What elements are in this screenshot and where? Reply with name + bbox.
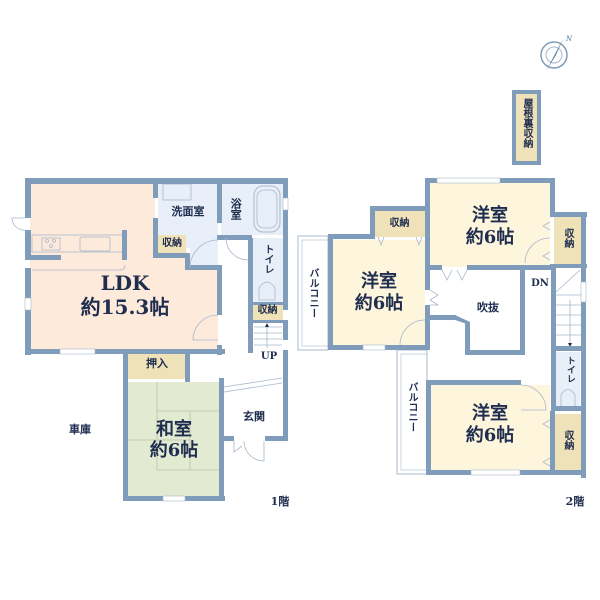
attic-storage-label: 屋根裏収納 xyxy=(521,98,532,148)
western-room-top xyxy=(430,183,550,267)
entrance-label: 玄関 xyxy=(243,410,265,423)
storage-stairs xyxy=(252,304,283,321)
storage-bottom-right-label: 収納 xyxy=(562,430,573,450)
storage-stairs-label: 収納 xyxy=(257,305,278,316)
door-swings-floor-1 xyxy=(11,217,265,462)
toilet-fixture-icon xyxy=(258,281,276,301)
stairs-up-label: UP xyxy=(260,351,278,362)
floor-2 xyxy=(297,90,587,478)
entrance-room xyxy=(222,388,285,438)
compass-icon: N xyxy=(540,35,573,71)
windows-floor-2 xyxy=(362,177,587,476)
stairs-lines xyxy=(254,324,282,348)
door-icon xyxy=(189,239,219,269)
storage-top-right xyxy=(554,217,582,266)
western-top-size: 約6帖 xyxy=(465,227,515,248)
arrow-down-icon xyxy=(568,343,572,347)
toilet-2f-label: トイレ xyxy=(564,356,575,383)
ldk-size: 約15.3帖 xyxy=(80,295,170,319)
door-icon xyxy=(542,419,551,467)
toilet-room xyxy=(252,238,283,302)
floor-1 xyxy=(11,178,289,502)
stairs-down-label: DN xyxy=(531,278,549,289)
garage-label: 車庫 xyxy=(69,423,91,436)
compass-n-label: N xyxy=(565,35,573,43)
entrance-step xyxy=(223,377,283,393)
storage-washroom xyxy=(158,235,186,253)
void-label: 吹抜 xyxy=(477,301,499,314)
balcony-left-label: バルコニー xyxy=(307,268,318,318)
tatami-lines xyxy=(128,382,220,471)
bath-room xyxy=(221,183,283,235)
bath-label: 浴室 xyxy=(229,198,243,220)
closet-room xyxy=(128,353,186,379)
kitchen-counter xyxy=(31,234,126,271)
arrow-up-icon xyxy=(265,323,269,327)
storage-left-label: 収納 xyxy=(389,218,410,229)
western-bottom-label: 洋室 xyxy=(472,403,508,424)
door-icon xyxy=(441,269,468,281)
bathtub-icon xyxy=(253,185,281,233)
western-room-bottom xyxy=(430,385,550,470)
storage-washroom-label: 収納 xyxy=(162,238,182,249)
balcony-bottom xyxy=(396,349,428,475)
japanese-room-label: 和室 xyxy=(156,419,192,440)
door-icon xyxy=(225,237,249,261)
toilet-room-2f xyxy=(556,352,580,410)
japanese-room-size: 約6帖 xyxy=(149,440,199,461)
western-left-label: 洋室 xyxy=(361,271,397,292)
door-swings-floor-2 xyxy=(377,221,551,467)
toilet-label: トイレ xyxy=(262,244,273,274)
stairs-down xyxy=(555,269,584,344)
sink-icon xyxy=(79,236,111,252)
western-left-size: 約6帖 xyxy=(354,293,404,314)
stove-icon xyxy=(41,237,61,251)
walls-floor-2 xyxy=(328,178,587,478)
toilet-fixture-icon xyxy=(560,389,576,409)
door-icon xyxy=(11,217,26,231)
door-icon xyxy=(524,237,551,264)
washroom-label: 洗面室 xyxy=(171,205,205,218)
ldk-room xyxy=(30,183,218,350)
storage-top-right-label: 収納 xyxy=(562,228,573,248)
balcony-bottom-label: バルコニー xyxy=(406,382,417,432)
windows-floor-1 xyxy=(24,197,289,502)
closet-label: 押入 xyxy=(146,357,168,370)
balcony-left xyxy=(297,235,329,351)
door-icon xyxy=(520,384,547,411)
north-arrow-icon xyxy=(546,39,563,71)
door-icon xyxy=(377,236,423,247)
door-icon xyxy=(542,221,551,261)
storage-left xyxy=(374,211,425,237)
ldk-label: LDK xyxy=(100,271,150,295)
walls-floor-1 xyxy=(25,178,288,501)
door-icon xyxy=(399,319,426,346)
door-icon xyxy=(192,314,219,341)
western-room-left xyxy=(333,240,425,348)
storage-bottom-right xyxy=(554,414,582,470)
floor-1-label: 1階 xyxy=(270,495,290,508)
floor-2-label: 2階 xyxy=(565,495,585,508)
western-top-label: 洋室 xyxy=(472,205,508,226)
western-bottom-size: 約6帖 xyxy=(465,425,515,446)
door-icon xyxy=(243,440,265,462)
door-icon xyxy=(233,441,243,453)
door-icon xyxy=(429,289,440,306)
